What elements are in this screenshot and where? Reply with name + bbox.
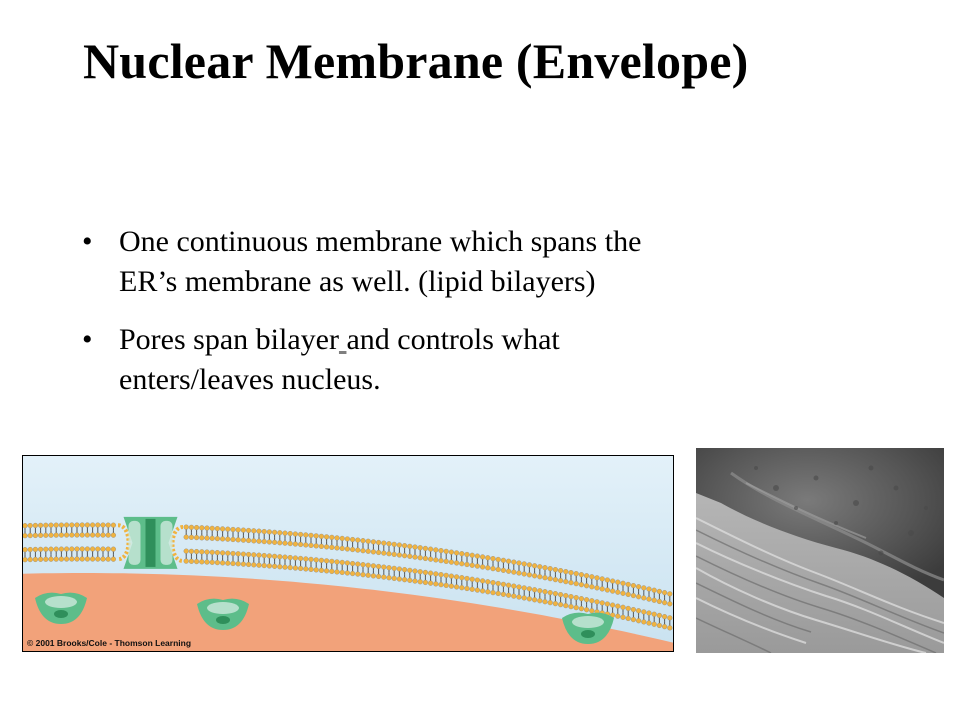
lipid-bilayer bbox=[23, 522, 673, 631]
bullet-item-1: • One continuous membrane which spans th… bbox=[82, 222, 802, 302]
pore-baskets bbox=[35, 592, 614, 644]
copyright-credit: © 2001 Brooks/Cole - Thomson Learning bbox=[27, 638, 192, 648]
slide-title: Nuclear Membrane (Envelope) bbox=[83, 33, 749, 89]
bullet-1-line-1: One continuous membrane which spans the bbox=[119, 225, 642, 258]
nucleoplasm-region bbox=[23, 573, 673, 651]
nuclear-pore-complex bbox=[123, 516, 178, 569]
bullet-dot: • bbox=[82, 225, 93, 258]
membrane-illustration bbox=[23, 456, 673, 651]
bullet-item-2: • Pores span bilayer and controls what e… bbox=[82, 320, 802, 400]
bullet-list: • One continuous membrane which spans th… bbox=[82, 222, 802, 418]
bullet-2-line-2: enters/leaves nucleus. bbox=[119, 363, 381, 396]
micrograph-image bbox=[696, 448, 944, 653]
bullet-2-line-1b: and controls what bbox=[346, 323, 560, 356]
freeze-fracture-micrograph-icon bbox=[696, 448, 944, 653]
bullet-2-line-1a: Pores span bilayer bbox=[119, 323, 339, 356]
nuclear-envelope-diagram: © 2001 Brooks/Cole - Thomson Learning bbox=[22, 455, 674, 652]
bullet-dot: • bbox=[82, 323, 93, 356]
bullet-1-line-2: ER’s membrane as well. (lipid bilayers) bbox=[119, 265, 596, 298]
